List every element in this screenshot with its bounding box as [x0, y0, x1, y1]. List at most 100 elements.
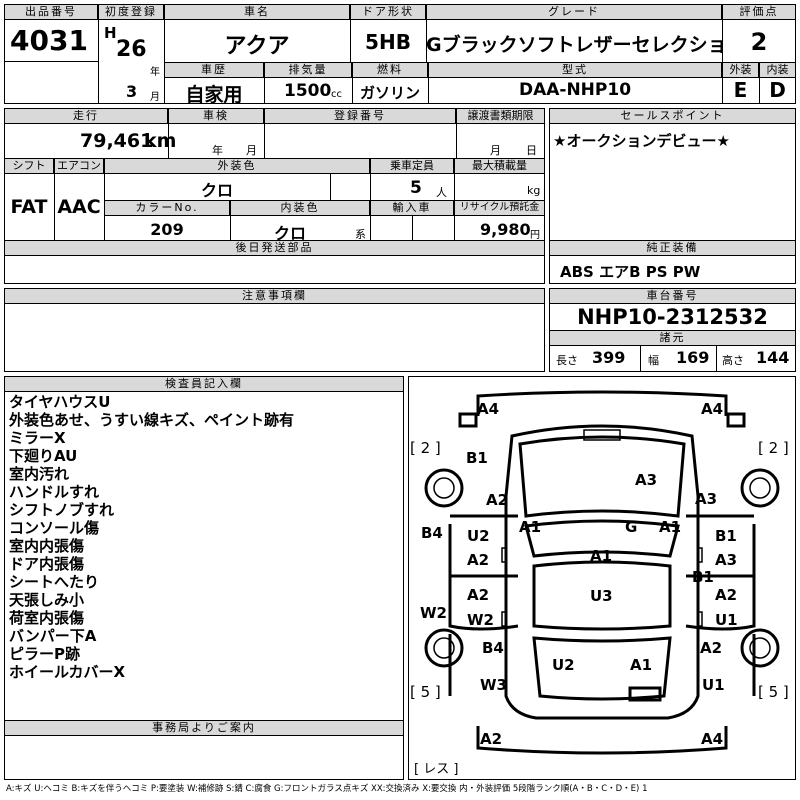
door-header: ドア形状: [350, 4, 426, 20]
mark-rr-bumper: A4: [701, 730, 724, 748]
color-no-value: 209: [150, 220, 184, 239]
note-line: シートへたり: [9, 573, 100, 591]
history-header: 車歴: [164, 62, 264, 78]
inspection-month-unit: 月: [246, 144, 257, 157]
capacity-header: 乗車定員: [370, 158, 454, 174]
grade-value: Gブラックソフトレザーセレクション: [426, 34, 722, 56]
model-value: DAA-NHP10: [518, 80, 632, 100]
max-load-header: 最大積載量: [454, 158, 545, 174]
mark-l-rear-tire: [ 5 ]: [410, 683, 441, 701]
mark-l-mirror: B4: [421, 524, 443, 542]
mark-l-rear-door-a: A2: [467, 586, 490, 604]
mark-l-front-tire: [ 2 ]: [410, 439, 441, 457]
mark-l-front-door-u: U2: [467, 527, 490, 545]
exterior-header: 外装: [722, 62, 759, 78]
note-line: シフトノブすれ: [9, 501, 115, 519]
mark-fr-bumper: A4: [701, 400, 724, 418]
month-unit: 月: [150, 92, 160, 103]
model-header: 型式: [428, 62, 722, 78]
capacity-unit: 人: [436, 186, 447, 199]
history-value: 自家用: [185, 84, 243, 106]
mark-l-rear-door-w: W2: [467, 611, 494, 629]
width-value: 169: [676, 348, 710, 367]
shift-header: シフト: [4, 158, 54, 174]
note-line: ドア内張傷: [9, 555, 85, 573]
mark-fl-bumper: A4: [477, 400, 500, 418]
mark-roof-u: U3: [590, 587, 613, 605]
interior-value: D: [769, 78, 786, 102]
note-line: ハンドルすれ: [9, 483, 100, 501]
note-line: 下廻りAU: [9, 447, 78, 465]
genuine-equip-header: 純正装備: [549, 240, 796, 256]
mark-r-front-door-b: B1: [715, 527, 737, 545]
length-label: 長さ: [556, 354, 578, 367]
note-line: ピラーP跡: [9, 645, 80, 663]
mark-l-pillar: A1: [519, 518, 542, 536]
car-diagram: [424, 390, 780, 755]
int-color-unit: 系: [355, 228, 366, 241]
inspector-notes-header: 検査員記入欄: [4, 376, 404, 392]
door-value: 5HB: [365, 30, 411, 54]
mark-r-rear-door-u: U1: [715, 611, 738, 629]
mark-r-rear-tire: [ 5 ]: [758, 683, 789, 701]
note-line: ホイールカバーX: [9, 663, 126, 681]
month-value: 3: [126, 82, 138, 101]
ext-color-value: クロ: [200, 181, 233, 200]
note-line: 外装色あせ、うすい線キズ、ペイント跡有: [9, 411, 295, 429]
mark-windshield: G: [625, 518, 638, 536]
note-line: 荷室内張傷: [9, 609, 85, 627]
office-notice-header: 事務局よりご案内: [4, 720, 404, 736]
mark-r-front-door-b2: B1: [692, 568, 714, 586]
legend-text: A:キズ U:ヘコミ B:キズを伴うヘコミ P:要塗装 W:補修跡 S:錆 C:…: [6, 784, 648, 794]
recycle-unit: 円: [530, 230, 540, 241]
transfer-day-unit: 日: [526, 144, 537, 157]
later-parts-header: 後日発送部品: [4, 240, 545, 256]
note-line: バンパー下A: [9, 627, 97, 645]
int-color-header: 内装色: [230, 200, 370, 216]
car-diagram-frame: [408, 376, 796, 780]
mileage-header: 走行: [4, 108, 168, 124]
fuel-header: 燃料: [352, 62, 428, 78]
mileage-unit: km: [144, 130, 177, 152]
ext-color-header: 外装色: [104, 158, 370, 174]
lot-no-value: 4031: [10, 24, 88, 57]
inspection-header: 車検: [168, 108, 264, 124]
exterior-value: E: [733, 78, 748, 102]
mark-r-quarter-a: A2: [700, 639, 723, 657]
mark-r-rear-door-a: A2: [715, 586, 738, 604]
mark-hood-a: A3: [635, 471, 658, 489]
height-label: 高さ: [722, 354, 744, 367]
lot-no-header: 出品番号: [4, 4, 98, 20]
sales-point-value: ★オークションデビュー★: [553, 132, 730, 150]
int-color-value: クロ: [273, 224, 306, 243]
dimensions-header: 諸元: [549, 330, 796, 346]
displacement-value: 1500: [284, 81, 332, 101]
mark-l-fender-b: B1: [466, 449, 488, 467]
mark-spare: [ レス ]: [414, 762, 459, 777]
max-load-unit: kg: [527, 184, 541, 197]
mark-rl-bumper: A2: [480, 730, 503, 748]
color-no-header: カラーNo.: [104, 200, 230, 216]
year-unit: 年: [150, 67, 160, 78]
recycle-header: リサイクル預託金: [454, 200, 545, 216]
mark-r-front-door-a: A3: [715, 551, 738, 569]
chassis-header: 車台番号: [549, 288, 796, 304]
mark-rear-glass-a: A1: [630, 656, 653, 674]
mark-r-fender-a: A3: [695, 490, 718, 508]
score-header: 評価点: [722, 4, 796, 20]
mark-l-rocker: W2: [420, 604, 447, 622]
mark-l-rear-w: W3: [480, 676, 507, 694]
note-line: 天張しみ小: [9, 591, 85, 609]
mark-r-pillar: A1: [659, 518, 682, 536]
aircon-header: エアコン: [54, 158, 104, 174]
transfer-header: 譲渡書類期限: [456, 108, 545, 124]
inspection-year-unit: 年: [212, 144, 223, 157]
mileage-value: 79,461: [80, 130, 154, 152]
sales-point-header: セールスポイント: [549, 108, 796, 124]
chassis-value: NHP10-2312532: [577, 305, 768, 329]
mark-r-front-tire: [ 2 ]: [758, 439, 789, 457]
import-header: 輸入車: [370, 200, 454, 216]
height-value: 144: [756, 348, 790, 367]
inspector-notes-list: タイヤハウスU 外装色あせ、うすい線キズ、ペイント跡有 ミラーX 下廻りAU 室…: [9, 393, 401, 681]
car-name-header: 車名: [164, 4, 350, 20]
